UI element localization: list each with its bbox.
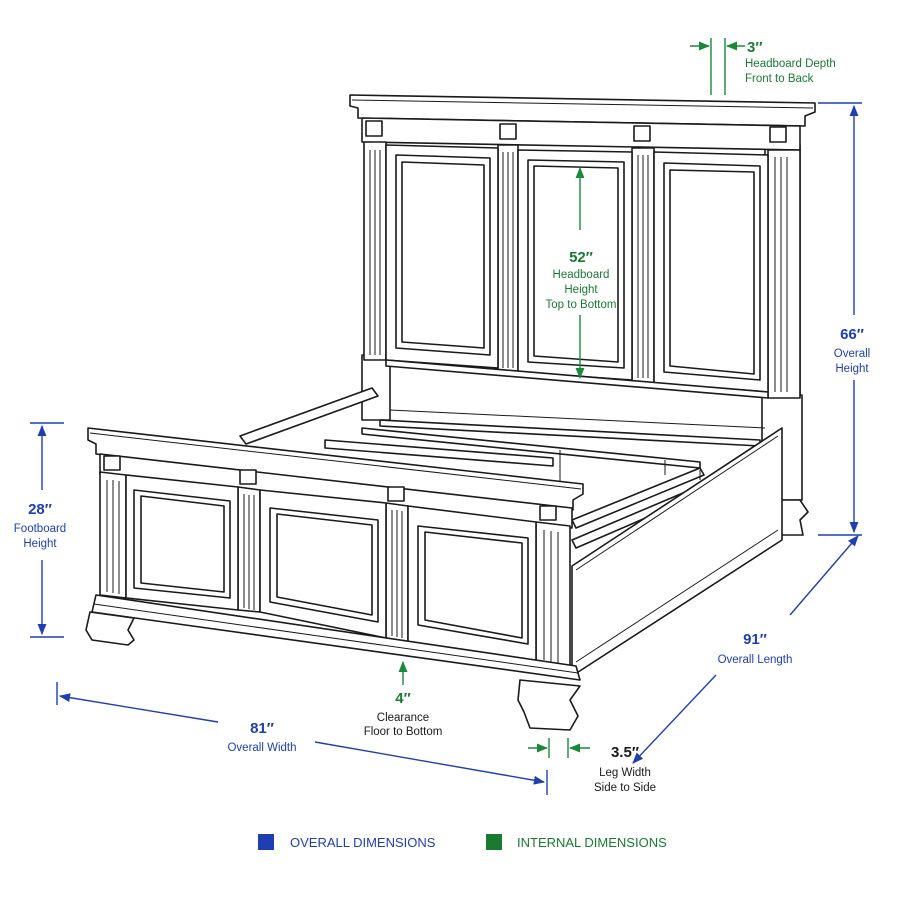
overall-height-label-2: Height <box>835 363 869 375</box>
dim-footboard-height <box>30 422 64 638</box>
legend-overall-swatch <box>258 834 274 850</box>
overall-height-value: 66″ <box>840 326 864 343</box>
headboard-height-label-1: Headboard <box>553 269 610 281</box>
leg-width-label-2: Side to Side <box>594 782 656 794</box>
overall-height-label-1: Overall <box>834 348 870 360</box>
dim-overall-height <box>818 102 862 536</box>
dim-leg-width <box>528 738 590 758</box>
clearance-label-1: Clearance <box>377 712 429 724</box>
legend-overall-label: OVERALL DIMENSIONS <box>290 835 436 850</box>
clearance-label-2: Floor to Bottom <box>364 726 443 738</box>
headboard-drawing <box>349 94 816 536</box>
dim-headboard-depth <box>690 38 745 95</box>
overall-width-value: 81″ <box>250 720 274 737</box>
clearance-value: 4″ <box>395 690 411 707</box>
headboard-height-label-2: Height <box>564 284 598 296</box>
dim-overall-length <box>632 535 859 764</box>
leg-width-label-1: Leg Width <box>599 767 651 779</box>
side-rails-drawing <box>239 387 783 677</box>
footboard-height-label-2: Height <box>23 538 57 550</box>
overall-length-label: Overall Length <box>718 654 793 666</box>
overall-width-label: Overall Width <box>227 742 296 754</box>
legend-internal-swatch <box>486 834 502 850</box>
legend: OVERALL DIMENSIONS INTERNAL DIMENSIONS <box>258 834 667 850</box>
footboard-drawing <box>85 427 584 731</box>
legend-internal-label: INTERNAL DIMENSIONS <box>517 835 667 850</box>
headboard-depth-label: Headboard Depth <box>745 58 836 70</box>
footboard-height-label-1: Footboard <box>14 523 66 535</box>
overall-length-value: 91″ <box>743 631 767 648</box>
leg-width-value: 3.5″ <box>611 744 639 761</box>
headboard-depth-value: 3″ <box>747 39 763 56</box>
headboard-height-label-3: Top to Bottom <box>546 299 617 311</box>
headboard-depth-sublabel: Front to Back <box>745 73 814 85</box>
footboard-height-value: 28″ <box>28 501 52 518</box>
dim-overall-width <box>56 682 548 795</box>
headboard-height-value: 52″ <box>569 249 593 266</box>
